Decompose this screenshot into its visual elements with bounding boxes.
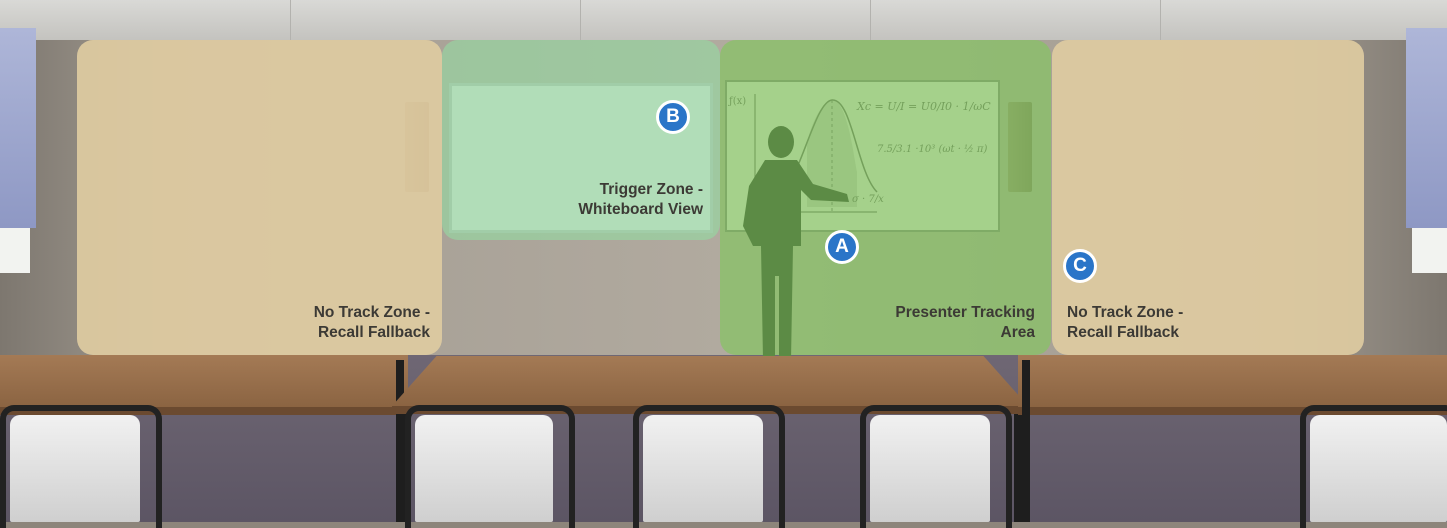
badge-c: C xyxy=(1063,249,1097,283)
chair-frame xyxy=(405,405,575,528)
chair xyxy=(860,405,1012,528)
chair-frame xyxy=(860,405,1012,528)
presenter-silhouette xyxy=(743,126,849,360)
left-table-edge xyxy=(0,407,408,415)
left-table xyxy=(0,355,408,407)
chair-back xyxy=(10,415,140,522)
table-leg xyxy=(1022,360,1030,522)
no-track-zone-right: No Track Zone - Recall Fallback xyxy=(1052,40,1364,355)
badge-b: B xyxy=(656,100,690,134)
zone-label-line: Recall Fallback xyxy=(317,324,430,341)
badge-a: A xyxy=(825,230,859,264)
zone-label-line: No Track Zone - xyxy=(313,304,430,321)
left-window-blind xyxy=(0,28,36,228)
chair-frame xyxy=(0,405,162,528)
ceiling-tile-seam xyxy=(580,0,581,40)
zone-label-line: No Track Zone - xyxy=(1067,304,1184,321)
zone-label: Trigger Zone - Whiteboard View xyxy=(578,180,703,220)
right-window-light xyxy=(1412,228,1447,273)
chair-back xyxy=(415,415,553,522)
chair-frame xyxy=(633,405,785,528)
center-table xyxy=(392,356,1028,406)
zone-label-line: Whiteboard View xyxy=(578,201,703,218)
left-window-light xyxy=(0,228,30,273)
ceiling-tile-seam xyxy=(1160,0,1161,40)
chair xyxy=(633,405,785,528)
right-table xyxy=(1018,355,1447,407)
zone-label-line: Presenter Tracking xyxy=(895,304,1035,321)
chair xyxy=(1200,405,1447,528)
ceiling-tile-seam xyxy=(870,0,871,40)
chair-back xyxy=(643,415,763,522)
zone-label-line: Trigger Zone - xyxy=(599,181,703,198)
chair-back xyxy=(1310,415,1447,522)
chair xyxy=(0,405,170,528)
chair-frame xyxy=(1300,405,1447,528)
zone-label-line: Area xyxy=(1000,324,1035,341)
no-track-zone-left: No Track Zone - Recall Fallback xyxy=(77,40,442,355)
right-window-blind xyxy=(1406,28,1447,228)
ceiling xyxy=(0,0,1447,40)
zone-label-line: Recall Fallback xyxy=(1067,324,1180,341)
zone-label: No Track Zone - Recall Fallback xyxy=(1067,303,1183,343)
chair-back xyxy=(870,415,990,522)
table-leg xyxy=(1014,414,1022,522)
right-table-edge xyxy=(1018,407,1447,415)
chair xyxy=(405,405,575,528)
zone-label: No Track Zone - Recall Fallback xyxy=(314,303,430,343)
table-leg xyxy=(400,414,408,522)
zone-label: Presenter Tracking Area xyxy=(895,303,1035,343)
trigger-zone-whiteboard: Trigger Zone - Whiteboard View xyxy=(442,40,720,240)
ceiling-tile-seam xyxy=(290,0,291,40)
